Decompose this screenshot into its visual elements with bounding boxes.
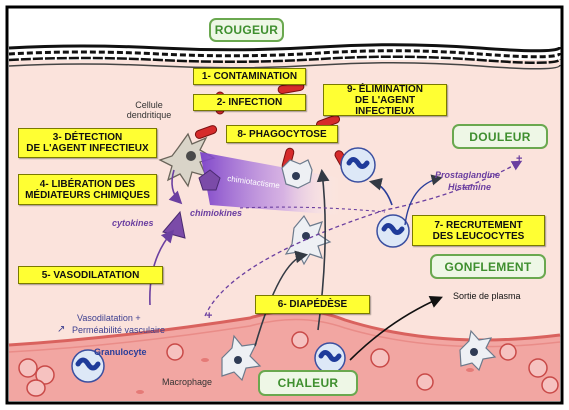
mediator-dashed-arrow [204, 160, 523, 317]
chemotaxis-dashed-line [239, 206, 386, 213]
label-vasodilatation: Vasodilatation + [77, 313, 141, 323]
step-9-box: 9- ÉLIMINATION DE L'AGENT INFECTIEUX [323, 84, 447, 117]
macrophage-icon [221, 334, 262, 382]
neutrophil-icon-2 [376, 214, 410, 248]
detection-arrow [168, 169, 183, 205]
label-vaso-arrow: ↗ [57, 324, 66, 335]
sign-rougeur: ROUGEUR [209, 18, 284, 42]
pentagon-chemokine-icon [198, 169, 221, 191]
label-macrophage: Macrophage [162, 377, 213, 387]
granulocyte-icon [71, 349, 105, 383]
cytokine-arrow [149, 229, 175, 306]
step-2-box: 2- INFECTION [193, 94, 306, 111]
step-6-box: 6- DIAPÉDÈSE [255, 295, 370, 314]
label-sortie-plasma: Sortie de plasma [453, 291, 521, 301]
sign-chaleur: CHALEUR [258, 370, 358, 396]
sign-douleur: DOULEUR [452, 124, 548, 149]
leukocyte-icon [314, 342, 346, 374]
label-cytokines: cytokines [112, 218, 154, 228]
step-7-box: 7- RECRUTEMENT DES LEUCOCYTES [412, 215, 545, 246]
chemotaxis-gradient [200, 152, 340, 215]
label-plus-vaso: + [206, 310, 213, 322]
red-blood-cell-icon [18, 331, 559, 397]
step-5-box: 5- VASODILATATION [18, 266, 163, 284]
macrophage-icon-2 [459, 329, 497, 372]
step-8-box: 8- PHAGOCYTOSE [226, 125, 338, 143]
label-histamine: Histamine [448, 182, 492, 192]
label-cellule-dendritique: Cellule dendritique [126, 100, 172, 120]
recruitment-arrow-2 [404, 174, 443, 226]
step-3-box: 3- DÉTECTION DE L'AGENT INFECTIEUX [18, 128, 157, 158]
diapedesis-arrow-1 [254, 250, 309, 347]
label-plus-douleur: + [516, 153, 523, 165]
neutrophil-icon [340, 147, 376, 183]
step-4-box: 4- LIBÉRATION DES MÉDIATEURS CHIMIQUES [18, 174, 157, 205]
plasma-arrow [349, 296, 443, 361]
label-permeabilite: Perméabilité vasculaire [72, 325, 166, 335]
skin-layer [8, 43, 562, 70]
label-granulocyte: Granulocyte [94, 347, 147, 357]
label-chimiokines: chimiokines [190, 208, 243, 218]
sign-gonflement: GONFLEMENT [430, 254, 546, 279]
label-prostaglandine: Prostaglandine [435, 170, 501, 180]
step-1-box: 1- CONTAMINATION [193, 68, 306, 85]
phagocyte-icon [281, 159, 313, 189]
recruitment-arrow [368, 177, 393, 206]
